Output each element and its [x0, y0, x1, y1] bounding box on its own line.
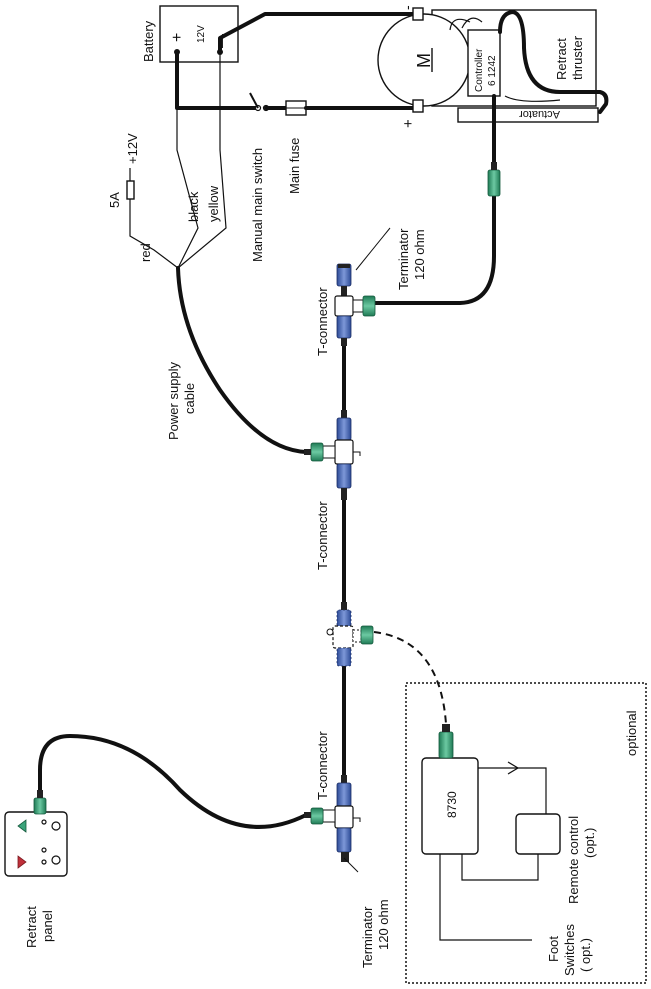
- controller-label: Controller: [474, 48, 485, 92]
- terminator-top-label-1: Terminator: [396, 228, 411, 290]
- retract-panel[interactable]: [4, 790, 68, 877]
- battery-plus-label: +: [169, 33, 186, 42]
- controller-box: [467, 29, 501, 97]
- power-supply-label-2: cable: [182, 383, 197, 414]
- battery-label: Battery: [141, 20, 156, 62]
- optional-section: optional 8730 Remote control (opt.) Foot…: [405, 682, 647, 984]
- wire-retract-panel-cable: [38, 734, 308, 829]
- triangle-up-icon[interactable]: [17, 819, 27, 833]
- manual-main-switch-label: Manual main switch: [250, 148, 265, 262]
- remote-control-box: [515, 813, 561, 855]
- t-connector-top-label: T-connector: [315, 287, 330, 356]
- optional-label: optional: [624, 710, 639, 756]
- main-fuse-label: Main fuse: [287, 138, 302, 194]
- terminator-top-label-2: 120 ohm: [412, 229, 427, 280]
- wire-red-label: red: [138, 243, 153, 262]
- remote-control-label-2: (opt.): [582, 828, 597, 858]
- actuator-label: Actuator: [519, 108, 560, 120]
- plus-12v-label: +12V: [125, 133, 140, 164]
- wire-actuator-loop: [498, 10, 609, 114]
- controller-cable-connector: [487, 162, 501, 197]
- t-connector-middle: [304, 410, 361, 500]
- retract-panel-label-2: panel: [40, 910, 55, 942]
- terminator-top-cap: [338, 264, 350, 268]
- motor-label: M: [414, 53, 434, 68]
- power-supply-cable: [176, 266, 308, 454]
- wire-red-signal: [129, 214, 179, 269]
- unit-8730-label: 8730: [445, 791, 459, 818]
- triangle-down-icon[interactable]: [17, 855, 27, 869]
- retract-thruster: M - + Controller 6 1242 Retract thruster: [377, 5, 597, 128]
- foot-switches-label-1: Foot: [546, 936, 561, 962]
- dashed-cable-to-8730: [373, 631, 447, 725]
- t-connector-bottom: [304, 775, 361, 862]
- t-connector-optional: [326, 602, 374, 667]
- wire-yellow-signal: [177, 52, 227, 269]
- main-fuse: [285, 100, 307, 116]
- wire-battery-negative-to-motor: [218, 12, 417, 54]
- fuse-5a: [126, 168, 135, 214]
- retract-thruster-label-1: Retract: [554, 38, 569, 80]
- terminator-bottom-label-1: Terminator: [360, 906, 375, 968]
- wire-black-label: black: [186, 191, 201, 222]
- foot-switches-label-3: ( opt.): [578, 938, 593, 972]
- actuator: Actuator: [457, 107, 599, 123]
- wire-black-signal: [176, 108, 199, 269]
- t-connector-bottom-label: T-connector: [315, 731, 330, 800]
- t-connector-top: [334, 263, 376, 346]
- motor-minus-label: -: [399, 5, 415, 10]
- motor-plus-label: +: [400, 119, 417, 128]
- remote-control-label-1: Remote control: [566, 816, 581, 904]
- terminator-bottom-label-2: 120 ohm: [376, 899, 391, 950]
- foot-switches-label-2: Switches: [562, 923, 577, 976]
- retract-panel-label-1: Retract: [24, 906, 39, 948]
- wire-controller-to-top-t: [372, 194, 496, 305]
- controller-number-label: 6 1242: [487, 55, 498, 86]
- t-connector-middle-label: T-connector: [315, 501, 330, 570]
- power-supply-label-1: Power supply: [166, 361, 181, 440]
- fuse-5a-label: 5A: [107, 192, 122, 208]
- foot-switches-wire: [439, 854, 532, 941]
- wire-yellow-label: yellow: [206, 185, 221, 222]
- battery-voltage-label: 12V: [196, 25, 207, 43]
- retract-thruster-label-2: thruster: [570, 35, 585, 80]
